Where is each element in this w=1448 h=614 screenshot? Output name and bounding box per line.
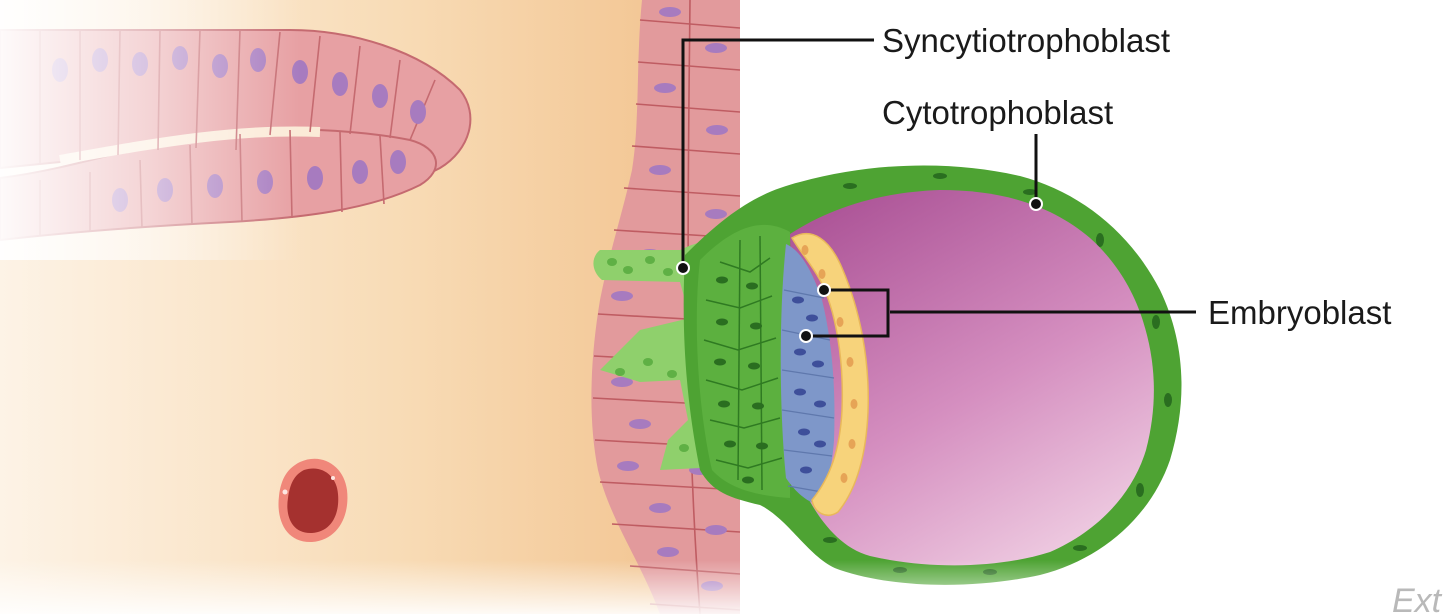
pointer-cytotrophoblast: [1030, 198, 1042, 210]
label-embryoblast: Embryoblast: [1208, 294, 1391, 331]
uterine-gland: [0, 0, 600, 260]
pointer-syncytiotrophoblast: [677, 262, 689, 274]
bottom-fade: [0, 560, 1448, 614]
blastocyst: [684, 165, 1182, 584]
pointer-hypoblast: [800, 330, 812, 342]
pointer-epiblast: [818, 284, 830, 296]
label-cytotrophoblast: Cytotrophoblast: [882, 94, 1113, 131]
watermark: Ext: [1392, 582, 1443, 614]
label-syncytiotrophoblast: Syncytiotrophoblast: [882, 22, 1170, 59]
